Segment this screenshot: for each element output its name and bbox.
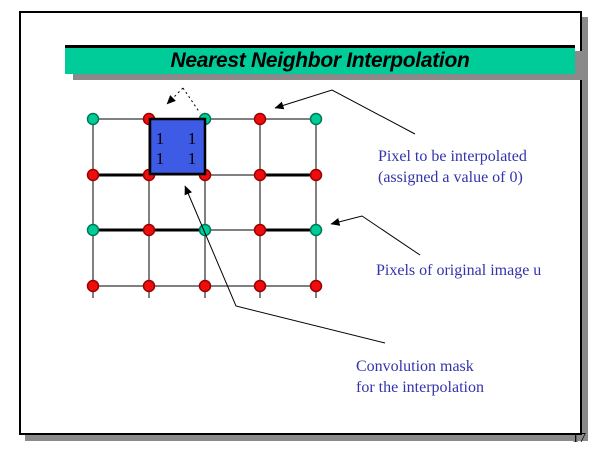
grid-node-r2c3 xyxy=(253,223,267,237)
label-line: Convolution mask xyxy=(356,358,474,375)
convolution-mask-square xyxy=(148,117,207,176)
mask-value-top-left: 1 xyxy=(156,129,165,148)
mask-value-bottom-right: 1 xyxy=(188,149,197,168)
grid-node-r3c0 xyxy=(86,279,100,293)
grid-node-r2c4 xyxy=(309,223,323,237)
slide-title: Nearest Neighbor Interpolation xyxy=(170,49,470,72)
grid-node-r0c3 xyxy=(253,112,267,126)
grid-node-r0c0 xyxy=(86,112,100,126)
grid-node-r3c4 xyxy=(309,279,323,293)
mask-value-bottom-left: 1 xyxy=(156,149,165,168)
label-convolution-mask: Convolution mask for the interpolation xyxy=(356,356,484,398)
interpolated-pixel-arrow xyxy=(274,89,416,135)
label-pixel-interpolated: Pixel to be interpolated (assigned a val… xyxy=(378,146,527,188)
slide-title-bar: Nearest Neighbor Interpolation xyxy=(65,45,575,74)
grid-node-r1c0 xyxy=(86,168,100,182)
label-line: Pixel to be interpolated xyxy=(378,148,527,165)
label-original-pixels: Pixels of original image u xyxy=(376,260,541,281)
grid-node-r0c4 xyxy=(309,112,323,126)
original-pixels-arrow xyxy=(330,215,421,256)
grid-node-r3c2 xyxy=(198,279,212,293)
grid-node-r3c3 xyxy=(253,279,267,293)
grid-node-r3c1 xyxy=(142,279,156,293)
grid-node-r1c3 xyxy=(253,168,267,182)
grid-node-r2c0 xyxy=(86,223,100,237)
grid-node-r2c1 xyxy=(142,223,156,237)
mask-dashed-line xyxy=(182,87,201,114)
page-number: 17 xyxy=(572,431,586,446)
pixel-grid-thick-segments xyxy=(93,173,316,232)
mask-dashed-arrow xyxy=(166,87,184,105)
label-line: for the interpolation xyxy=(356,379,484,396)
convolution-mask-arrow xyxy=(184,185,386,344)
grid-node-r1c4 xyxy=(309,168,323,182)
label-line: Pixels of original image u xyxy=(376,262,542,279)
mask-value-top-right: 1 xyxy=(188,129,197,148)
label-line: (assigned a value of 0) xyxy=(378,169,523,186)
slide: Nearest Neighbor Interpolation 17 xyxy=(19,11,586,446)
